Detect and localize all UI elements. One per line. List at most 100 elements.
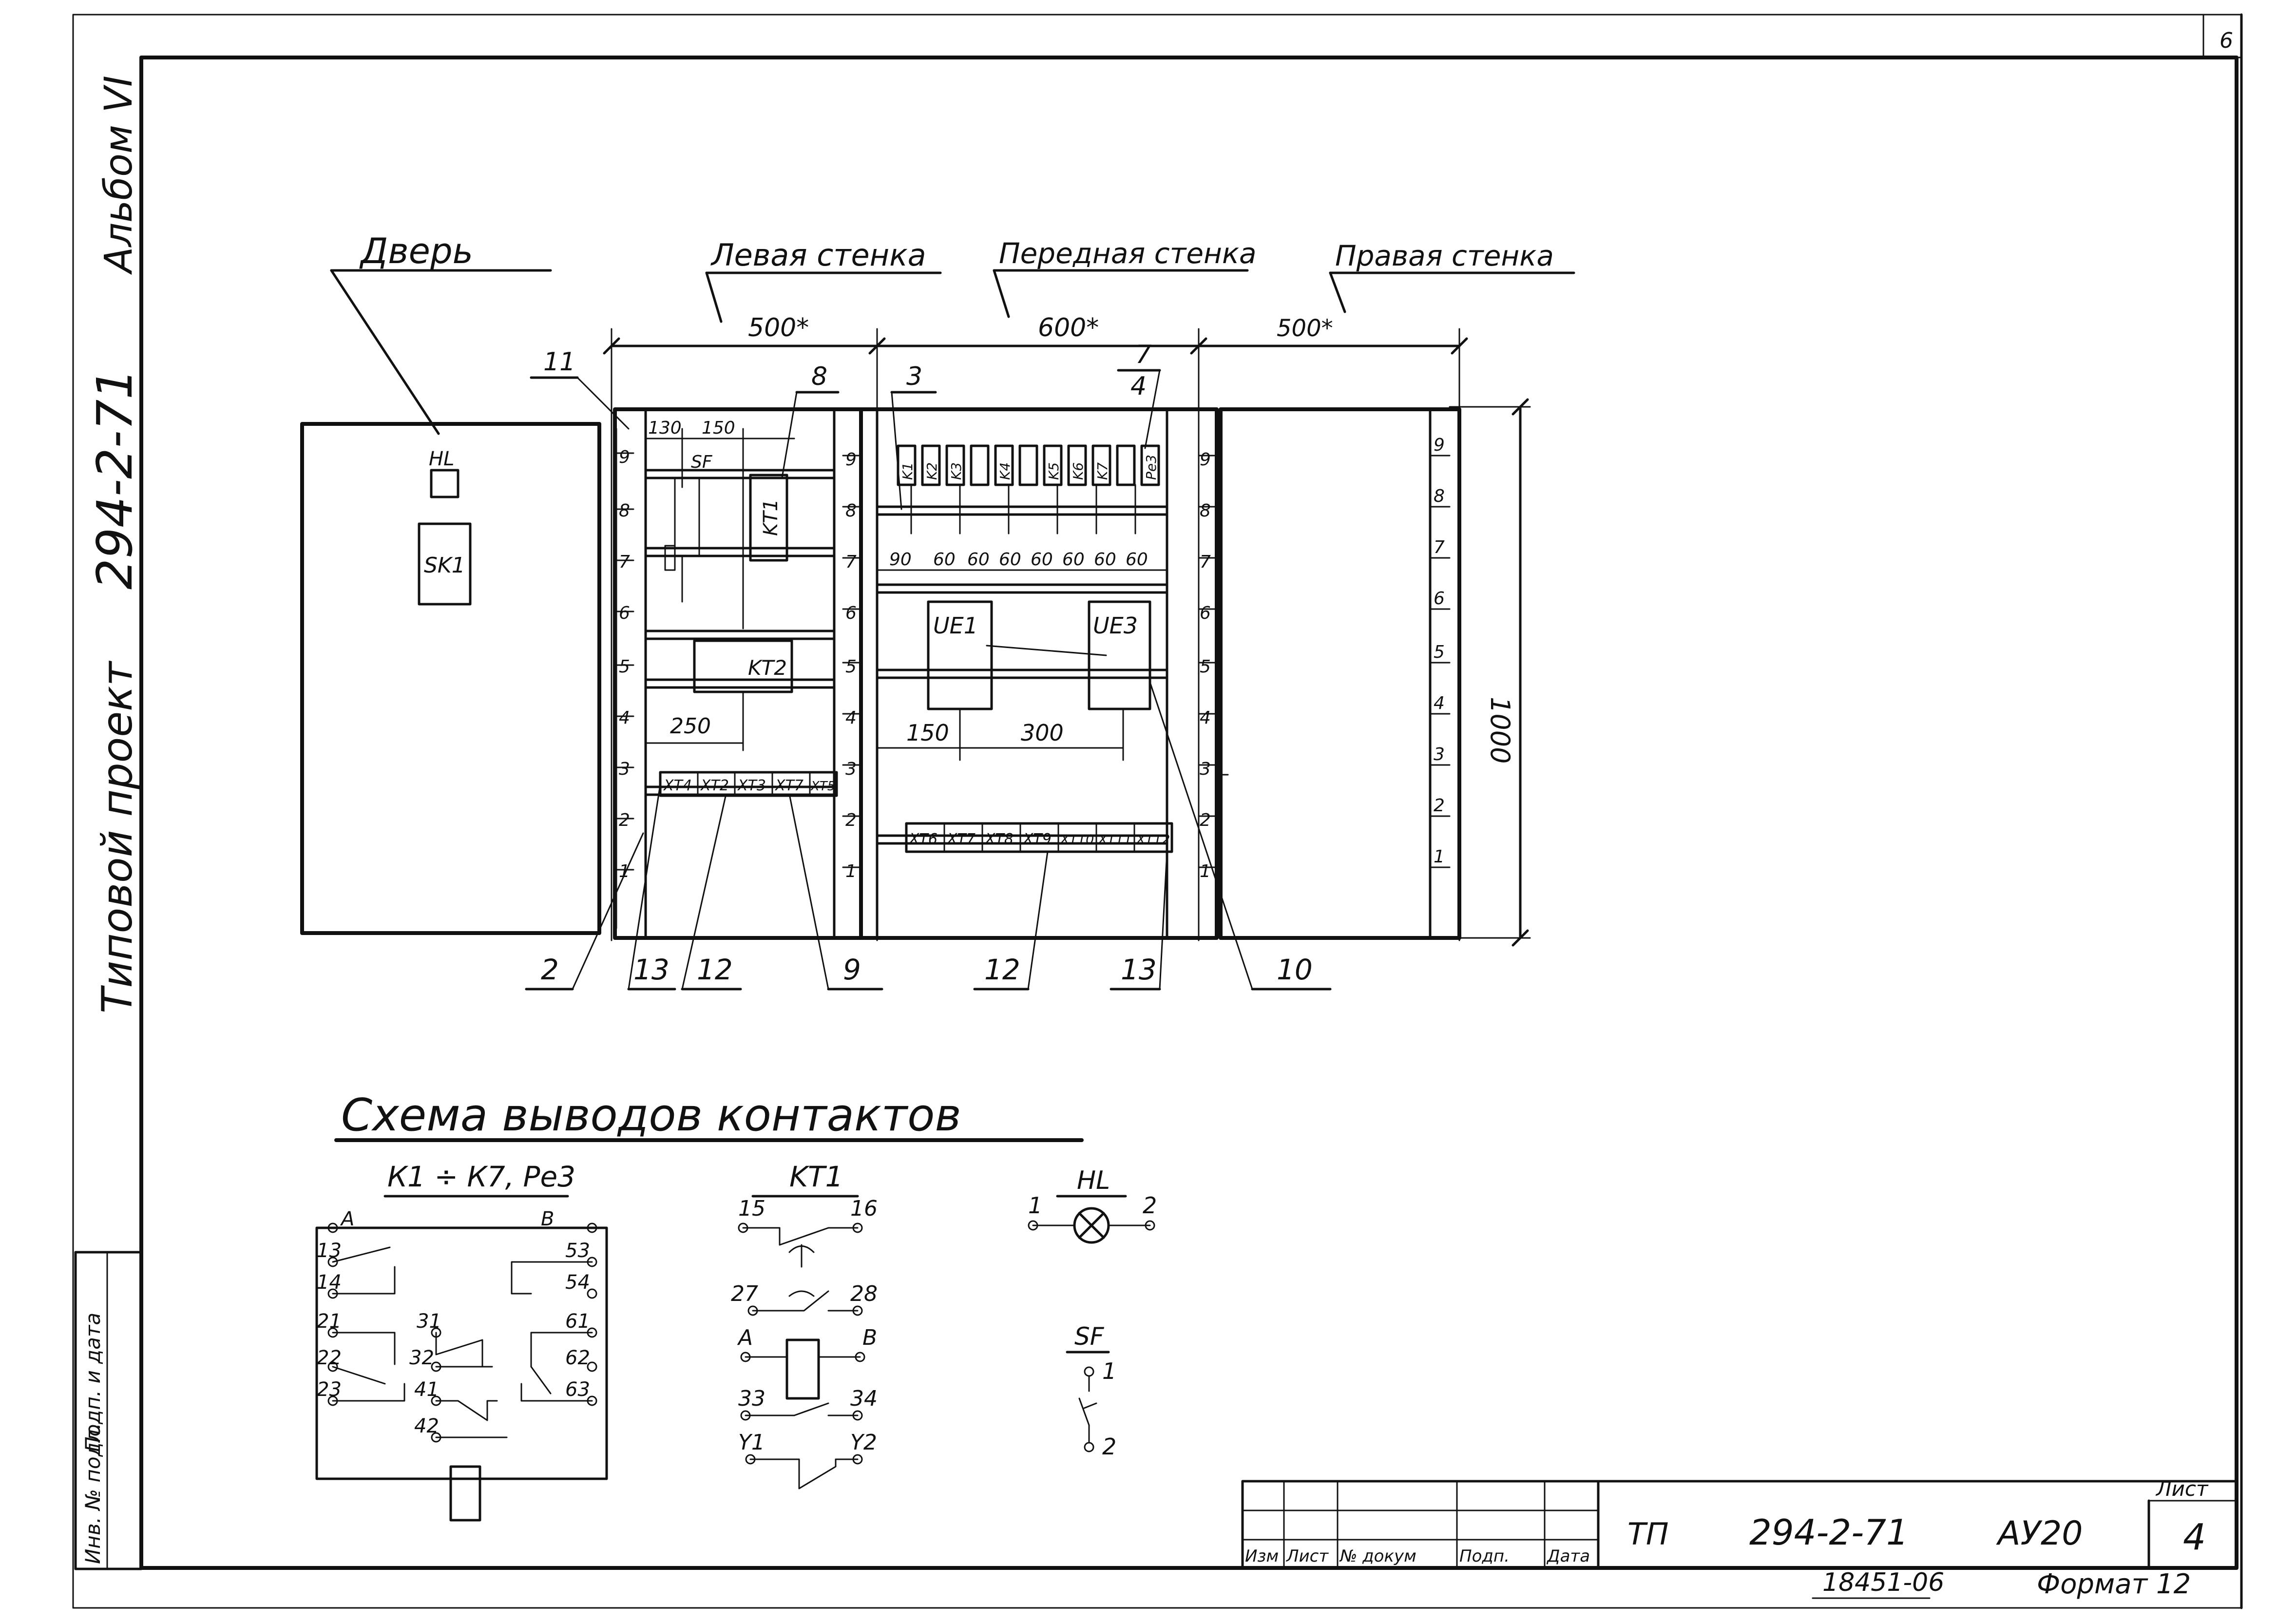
kt1-contact-scheme: KT1 15 16 27 28 A B 33 34	[731, 1160, 878, 1489]
sf-contact-scheme: SF 1 2	[1066, 1322, 1116, 1460]
din-rail	[644, 678, 836, 689]
kt1-label: KT1	[760, 499, 782, 536]
dim-250: 250	[670, 714, 711, 739]
sf-breaker	[674, 477, 700, 556]
label-contact_scheme-relay_pins_right-3: 61	[565, 1310, 590, 1333]
label-scale_marks-1: 8	[1200, 501, 1211, 521]
front-wall-view: 9 8 7 6 5 4 3 2 1 K1 K2	[859, 407, 1219, 940]
dim-150-front: 150	[906, 720, 949, 746]
label-scale_marks-7: 2	[1434, 796, 1445, 816]
dim-300: 300	[1021, 720, 1064, 746]
inventory-number-label: Инв. № подл.	[81, 1423, 105, 1564]
label-scale_marks-4: 5	[619, 657, 630, 677]
dim-right-width: 500*	[1277, 315, 1333, 342]
inventory-stamp: Инв. № подл. Подп. и дата	[74, 1251, 143, 1570]
label-contact_scheme-kt1_pins-0: 15	[738, 1196, 765, 1221]
label-scale_marks-6: 3	[1200, 759, 1211, 779]
label-scale_marks-3: 6	[845, 603, 857, 623]
front-wall-label: Передная стенка	[999, 237, 1257, 270]
label-scale_marks-5: 4	[1200, 708, 1211, 728]
contact-scheme-title: Схема выводов контактов	[341, 1089, 961, 1141]
view-labels: Левая стенка Передная стенка Правая стен…	[705, 237, 1575, 323]
doc-suffix: АУ20	[1996, 1514, 2083, 1553]
signature-date-label: Подп. и дата	[81, 1313, 105, 1452]
sheet-format: Формат 12	[2037, 1568, 2191, 1600]
sk1-switch	[418, 522, 472, 606]
label-contact_scheme-hl_pins-1: 2	[1143, 1192, 1157, 1219]
right-wall-frame	[1219, 407, 1461, 940]
label-title_block-columns-4: Дата	[1546, 1547, 1590, 1566]
dim-left-width: 500*	[748, 313, 809, 343]
kt1-relay	[749, 474, 788, 562]
hl-lamp	[430, 469, 459, 498]
right-wall-label: Правая стенка	[1335, 239, 1554, 272]
label-devices-terminals_left-2: XT3	[737, 777, 766, 794]
label-scale_marks-1: 8	[1434, 486, 1445, 506]
sk1-label: SK1	[424, 553, 465, 578]
label-scale_marks-0: 9	[1434, 435, 1445, 455]
label-dimensions-pitch-0: 90	[889, 550, 912, 570]
right-wall-view: 9 8 7 6 5 4 3 2 1	[1217, 407, 1461, 940]
title-block: Изм Лист № докум Подп. Дата ТП 294-2-71 …	[1241, 1477, 2238, 1600]
dim-130: 130	[648, 418, 682, 438]
doc-code: 294-2-71	[1749, 1512, 1909, 1553]
label-contact_scheme-relay_pins_left-0: A	[340, 1208, 354, 1230]
label-devices-terminals_front-5: XT11	[1097, 832, 1132, 847]
label-devices-relays-7: Pe3	[1143, 455, 1159, 480]
label-contact_scheme-kt1_pins-2: 27	[731, 1281, 758, 1306]
relay-pitch-dims: 90 60 60 60 60 60 60 60	[876, 550, 1168, 571]
kt2-label: KT2	[748, 656, 787, 680]
dim-height: 1000	[1485, 697, 1515, 764]
label-scale_marks-6: 3	[619, 759, 630, 779]
label-callouts-9: 12	[984, 953, 1020, 986]
label-contact_scheme-kt1_pins-4: A	[737, 1325, 753, 1350]
label-contact_scheme-relay_pins_right-0: B	[541, 1208, 554, 1230]
label-scale_marks-4: 5	[1434, 642, 1445, 662]
side-titles: Альбом VI 294-2-71 Типовой проект	[86, 76, 143, 1013]
label-contact_scheme-kt1_pins-6: 33	[738, 1386, 765, 1411]
contact-scheme: Схема выводов контактов К1 ÷ К7, Ре3 A B…	[315, 1089, 1157, 1522]
door-panel	[300, 422, 601, 935]
sheet-label: Лист	[2155, 1477, 2209, 1501]
label-contact_scheme-relay_pins_right-1: 53	[565, 1240, 590, 1262]
dim-150: 150	[702, 418, 735, 438]
ue3-unit	[1088, 600, 1151, 710]
label-scale_marks-7: 2	[619, 810, 630, 830]
label-contact_scheme-kt1_pins-5: B	[862, 1325, 877, 1350]
relay-coil	[449, 1465, 481, 1522]
label-devices-relays-0: K1	[899, 462, 916, 480]
label-scale_marks-2: 7	[845, 552, 857, 572]
label-contact_scheme-kt1_pins-7: 34	[850, 1386, 878, 1411]
left-wall-frame	[613, 407, 863, 940]
label-contact_scheme-relay_pins_left-5: 23	[317, 1378, 342, 1401]
label-devices-terminals_left-3: XT7	[774, 777, 804, 794]
label-callouts-2: 3	[906, 362, 922, 391]
label-scale_marks-0: 9	[845, 450, 857, 470]
label-contact_scheme-relay_pins_right-5: 63	[565, 1378, 590, 1401]
label-callouts-0: 11	[543, 347, 575, 377]
callouts: 11 8 3 7 4 2 13 12 9 12 13 10	[525, 340, 1332, 991]
label-scale_marks-0: 9	[619, 447, 630, 467]
label-devices-relays-5: K6	[1070, 462, 1086, 480]
label-contact_scheme-kt1_pins-1: 16	[850, 1196, 878, 1221]
label-scale_marks-8: 1	[845, 861, 857, 881]
label-devices-relays-6: K7	[1094, 462, 1110, 480]
din-rail	[876, 505, 1168, 516]
label-callouts-10: 13	[1121, 953, 1157, 986]
label-callouts-1: 8	[811, 362, 827, 391]
relay-contact-scheme: К1 ÷ К7, Ре3 A B 13 14 53 54 21 22 23	[315, 1160, 608, 1522]
label-scale_marks-5: 4	[619, 708, 630, 728]
label-scale_marks-4: 5	[1200, 657, 1211, 677]
label-devices-terminals_front-2: XT8	[984, 831, 1014, 848]
sheet-number: 4	[2183, 1516, 2206, 1558]
door-view: Дверь HL SK1	[300, 230, 601, 935]
kt1-coil	[785, 1338, 820, 1400]
label-scale_marks-3: 6	[619, 603, 630, 623]
archive-number: 18451-06	[1822, 1568, 1944, 1597]
left-wall-scale-left: 9 8 7 6 5 4 3 2 1	[615, 428, 634, 929]
label-scale_marks-5: 4	[1434, 693, 1445, 713]
left-wall-view: 9 8 7 6 5 4 3 2 1 9 8 7 6 5 4	[613, 407, 863, 940]
label-contact_scheme-relay_pins_mid-2: 41	[414, 1378, 439, 1401]
label-devices-terminals_front-4: XT10	[1059, 832, 1094, 847]
album-label: Альбом VI	[97, 76, 141, 275]
